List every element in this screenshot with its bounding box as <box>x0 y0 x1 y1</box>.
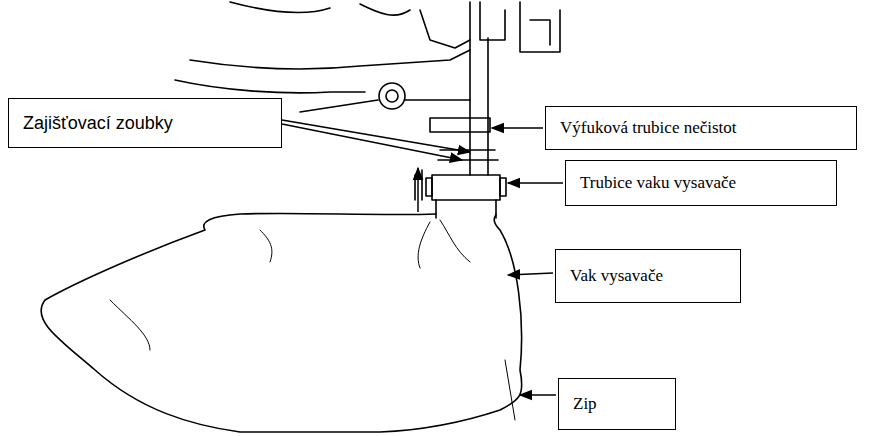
machine-outline <box>190 50 470 69</box>
bag-tube <box>432 175 500 200</box>
machine-outline <box>230 2 410 15</box>
knob <box>386 90 398 102</box>
callout-label: Vak vysavače <box>570 266 663 286</box>
machine-outline <box>420 2 470 48</box>
machine-outline <box>480 2 560 52</box>
leader-arrow <box>508 182 563 184</box>
leader-arrow <box>508 273 553 275</box>
callout-label: Trubice vaku vysavače <box>580 173 736 193</box>
machine-outline <box>405 99 470 101</box>
callout-label: Zajišťovací zoubky <box>23 113 173 134</box>
leader-arrow <box>282 124 462 160</box>
vacuum-bag <box>41 213 522 432</box>
callout-box: Trubice vaku vysavače <box>565 160 837 206</box>
bag-fold <box>110 220 470 350</box>
callout-label: Zip <box>573 394 597 414</box>
machine-outline <box>175 80 365 93</box>
leader-arrow <box>282 120 470 152</box>
zip <box>505 360 515 420</box>
leader-arrow <box>417 168 419 212</box>
callout-box: Výfuková trubice nečistot <box>545 106 857 150</box>
callout-box: Vak vysavače <box>555 249 741 303</box>
exhaust-tube <box>470 38 488 175</box>
leader-arrow <box>520 394 556 396</box>
tube-flange <box>430 118 490 132</box>
bag-tube-clip <box>426 178 506 196</box>
lever <box>300 100 378 112</box>
bag-tube <box>436 200 496 218</box>
callout-box: Zip <box>558 378 676 430</box>
leader-arrow <box>492 127 543 129</box>
callout-box: Zajišťovací zoubky <box>8 98 282 148</box>
callout-label: Výfuková trubice nečistot <box>560 118 737 138</box>
knob <box>379 83 405 109</box>
